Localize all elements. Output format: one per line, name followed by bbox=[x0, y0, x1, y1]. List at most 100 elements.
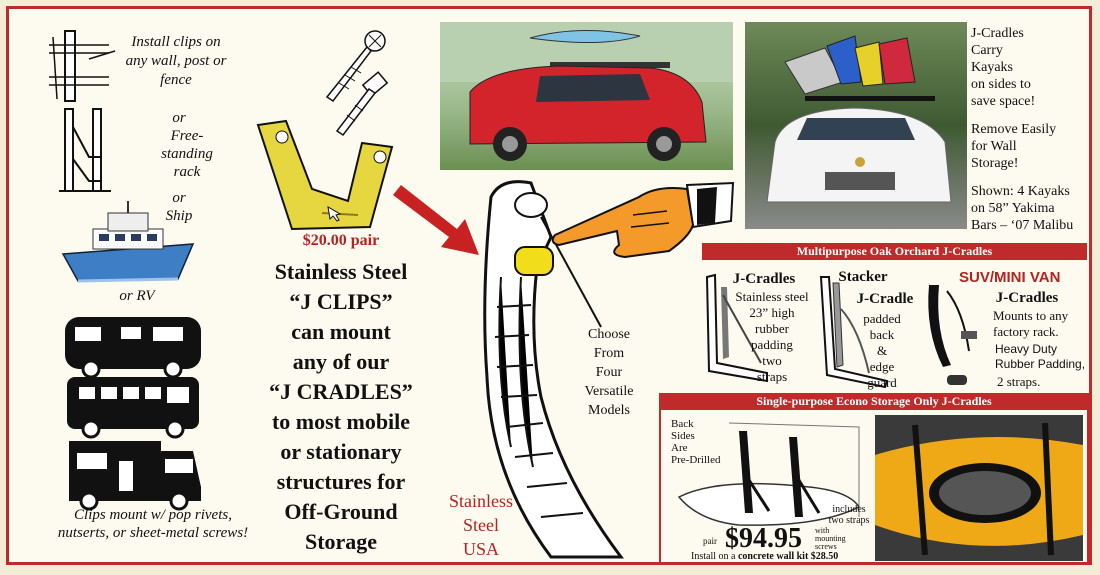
desc-line: rubber bbox=[755, 321, 789, 336]
desc-line: Stainless steel bbox=[735, 289, 809, 304]
caption-line: Kayaks bbox=[971, 60, 1013, 75]
red-minivan-photo bbox=[440, 22, 733, 170]
stacker-title-2: J-Cradle bbox=[856, 291, 914, 307]
choose-line: Choose bbox=[588, 327, 630, 342]
choose-line: From bbox=[593, 346, 625, 361]
caption-line: Remove Easily bbox=[971, 122, 1057, 137]
desc-line: Heavy Duty bbox=[995, 342, 1058, 356]
back-sides-text: Back Sides Are Pre-Drilled bbox=[671, 418, 751, 466]
caption-line: Bars – ‘07 Malibu bbox=[971, 218, 1074, 233]
suv-cradle-illustration bbox=[917, 271, 997, 393]
desc-line: 23” high bbox=[749, 305, 795, 320]
desc-line: guard bbox=[867, 375, 897, 390]
single-purpose-header: Single-purpose Econo Storage Only J-Crad… bbox=[659, 393, 1089, 410]
desc-line: Pre-Drilled bbox=[671, 454, 721, 466]
headline-line: any of our bbox=[292, 349, 390, 374]
caption-line: save space! bbox=[971, 94, 1036, 109]
j-cradle-closeup-illustration bbox=[471, 177, 641, 567]
stacker-desc: padded back & edge guard bbox=[857, 311, 907, 391]
install-kit-text: Install on a concrete wall kit $28.50 bbox=[691, 551, 891, 562]
or-label-2: or bbox=[172, 190, 186, 206]
desc-line: screws bbox=[815, 542, 837, 551]
desc-line: Rubber Padding, bbox=[995, 357, 1086, 371]
headline-line: “J CRADLES” bbox=[269, 379, 413, 404]
headline: Stainless Steel “J CLIPS” can mount any … bbox=[241, 257, 441, 557]
suv-title: SUV/MINI VAN bbox=[959, 269, 1061, 286]
econo-cradle-illustration bbox=[669, 417, 869, 547]
red-arrow-icon bbox=[387, 181, 487, 261]
ad-frame: Install clips on any wall, post or fence… bbox=[6, 6, 1092, 565]
caption-line: J-Cradles bbox=[971, 26, 1024, 41]
caption-line: Shown: 4 Kayaks bbox=[971, 184, 1070, 199]
choose-text: Choose From Four Versatile Models bbox=[569, 325, 649, 420]
headline-line: can mount bbox=[291, 319, 391, 344]
single-purpose-box bbox=[659, 393, 1089, 565]
install-prefix: Install on a bbox=[691, 551, 736, 562]
stainless-usa-text: Stainless Steel USA bbox=[431, 489, 531, 561]
headline-line: Off-Ground bbox=[284, 499, 398, 524]
caption-line: Carry bbox=[971, 43, 1003, 58]
j-cradle-illustration bbox=[697, 267, 783, 387]
multipurpose-header: Multipurpose Oak Orchard J-Cradles bbox=[702, 243, 1087, 260]
choose-line: Versatile bbox=[584, 384, 634, 399]
headline-line: to most mobile bbox=[271, 409, 411, 434]
desc-line: Sides bbox=[671, 430, 695, 442]
desc-line: & bbox=[876, 343, 888, 358]
clip-price: $20.00 pair bbox=[302, 232, 380, 249]
rv-illustrations bbox=[61, 311, 209, 511]
headline-line: or stationary bbox=[280, 439, 402, 464]
stainless-line: Steel bbox=[463, 515, 499, 535]
desc-line: Back bbox=[671, 418, 694, 430]
suv-desc: Mounts to any factory rack. bbox=[993, 308, 1093, 340]
caption-line: on 58” Yakima bbox=[971, 201, 1055, 216]
kayak-captions: J-Cradles Carry Kayaks on sides to save … bbox=[971, 25, 1091, 234]
stainless-line: USA bbox=[462, 539, 499, 559]
desc-line: includes bbox=[832, 504, 866, 515]
econo-price: $94.95 bbox=[725, 523, 802, 554]
caption-line: Storage! bbox=[971, 156, 1019, 171]
white-car-kayaks-photo bbox=[745, 22, 967, 229]
with-screws-text: with mounting screws bbox=[815, 527, 863, 551]
desc-line: factory rack. bbox=[993, 324, 1059, 339]
choose-line: Models bbox=[588, 403, 630, 418]
desc-line: back bbox=[869, 327, 895, 342]
desc-line: two straps bbox=[828, 515, 870, 526]
desc-line: mounting bbox=[815, 534, 846, 543]
headline-line: structures for bbox=[276, 469, 406, 494]
stacker-cradle-illustration bbox=[813, 269, 899, 391]
desc-line: padding bbox=[751, 337, 793, 352]
stainless-line: Stainless bbox=[448, 491, 513, 511]
suv-heavy-duty: Heavy Duty Rubber Padding, bbox=[995, 342, 1095, 372]
ship-illustration bbox=[53, 199, 203, 289]
desc-line: edge bbox=[869, 359, 895, 374]
clips-mount-text: Clips mount w/ pop rivets, nutserts, or … bbox=[57, 507, 249, 541]
includes-text: includes two straps bbox=[821, 504, 877, 526]
ship-text: Ship bbox=[165, 208, 193, 224]
headline-line: Stainless Steel bbox=[274, 259, 408, 284]
screws-illustration bbox=[309, 27, 399, 137]
pair-label: pair bbox=[703, 536, 717, 546]
desc-line: padded bbox=[863, 311, 901, 326]
yellow-kayak-photo bbox=[875, 415, 1083, 561]
desc-line: two bbox=[762, 353, 782, 368]
wall-post-illustration bbox=[49, 29, 119, 104]
caption-line: for Wall bbox=[971, 139, 1017, 154]
free-standing-text: Free-standing rack bbox=[161, 128, 213, 180]
jcradles-desc: Stainless steel 23” high rubber padding … bbox=[729, 289, 815, 385]
or-rv-text: or RV bbox=[119, 288, 155, 304]
pointing-hand-icon bbox=[547, 181, 737, 261]
suv-straps: 2 straps. bbox=[997, 374, 1041, 389]
jcradles-title: J-Cradles bbox=[732, 271, 796, 287]
free-standing-rack-illustration bbox=[55, 107, 115, 195]
desc-line: straps bbox=[756, 369, 788, 384]
desc-line: Mounts to any bbox=[993, 308, 1069, 323]
or-label-1: or bbox=[172, 110, 186, 126]
choose-line: Four bbox=[595, 365, 623, 380]
install-kit-label: concrete wall kit bbox=[737, 551, 809, 562]
stacker-title: Stacker bbox=[838, 269, 888, 285]
suv-subtitle: J-Cradles bbox=[995, 290, 1059, 306]
desc-line: with bbox=[815, 526, 830, 535]
headline-line: Storage bbox=[304, 529, 378, 554]
j-clip-illustration bbox=[252, 117, 402, 235]
caption-line: on sides to bbox=[971, 77, 1031, 92]
